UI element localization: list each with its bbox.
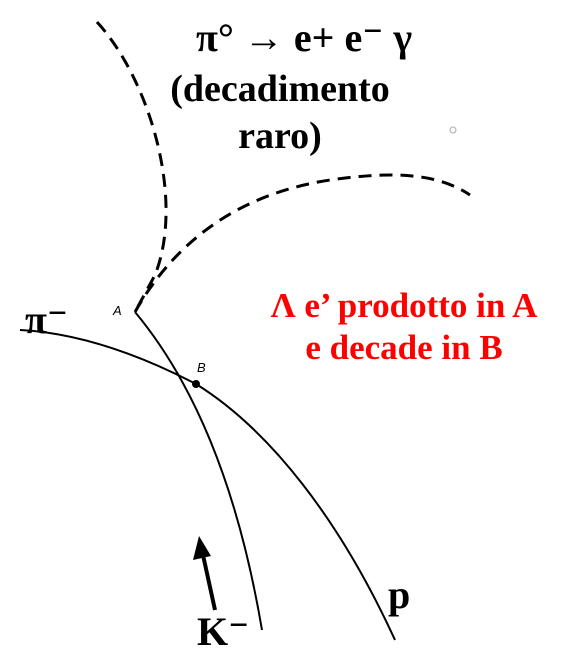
dashed-track-right [133,173,471,313]
proton-label: p [388,572,411,617]
kaon-track [134,311,263,631]
decay-note-line1: (decadimento [170,68,390,110]
speck [449,126,457,134]
point-a-label: A [113,303,122,318]
kaon-minus-label: K⁻ [197,609,250,654]
vertex-b-dot [192,380,200,388]
pi-minus-label: π⁻ [25,297,69,342]
point-b-label: B [197,360,206,375]
kaon-arrow-head [193,536,211,560]
decay-note-line2: raro) [238,115,322,157]
decay-formula: π° → e+ e⁻ γ [196,15,413,60]
lambda-annotation-line1: Λ e’ prodotto in A [270,286,538,325]
lambda-annotation-line2: e decade in B [305,328,503,367]
dashed-track-left [95,20,168,313]
kaon-arrow-shaft [201,554,217,611]
pion-track [19,329,197,385]
proton-track [195,383,396,641]
